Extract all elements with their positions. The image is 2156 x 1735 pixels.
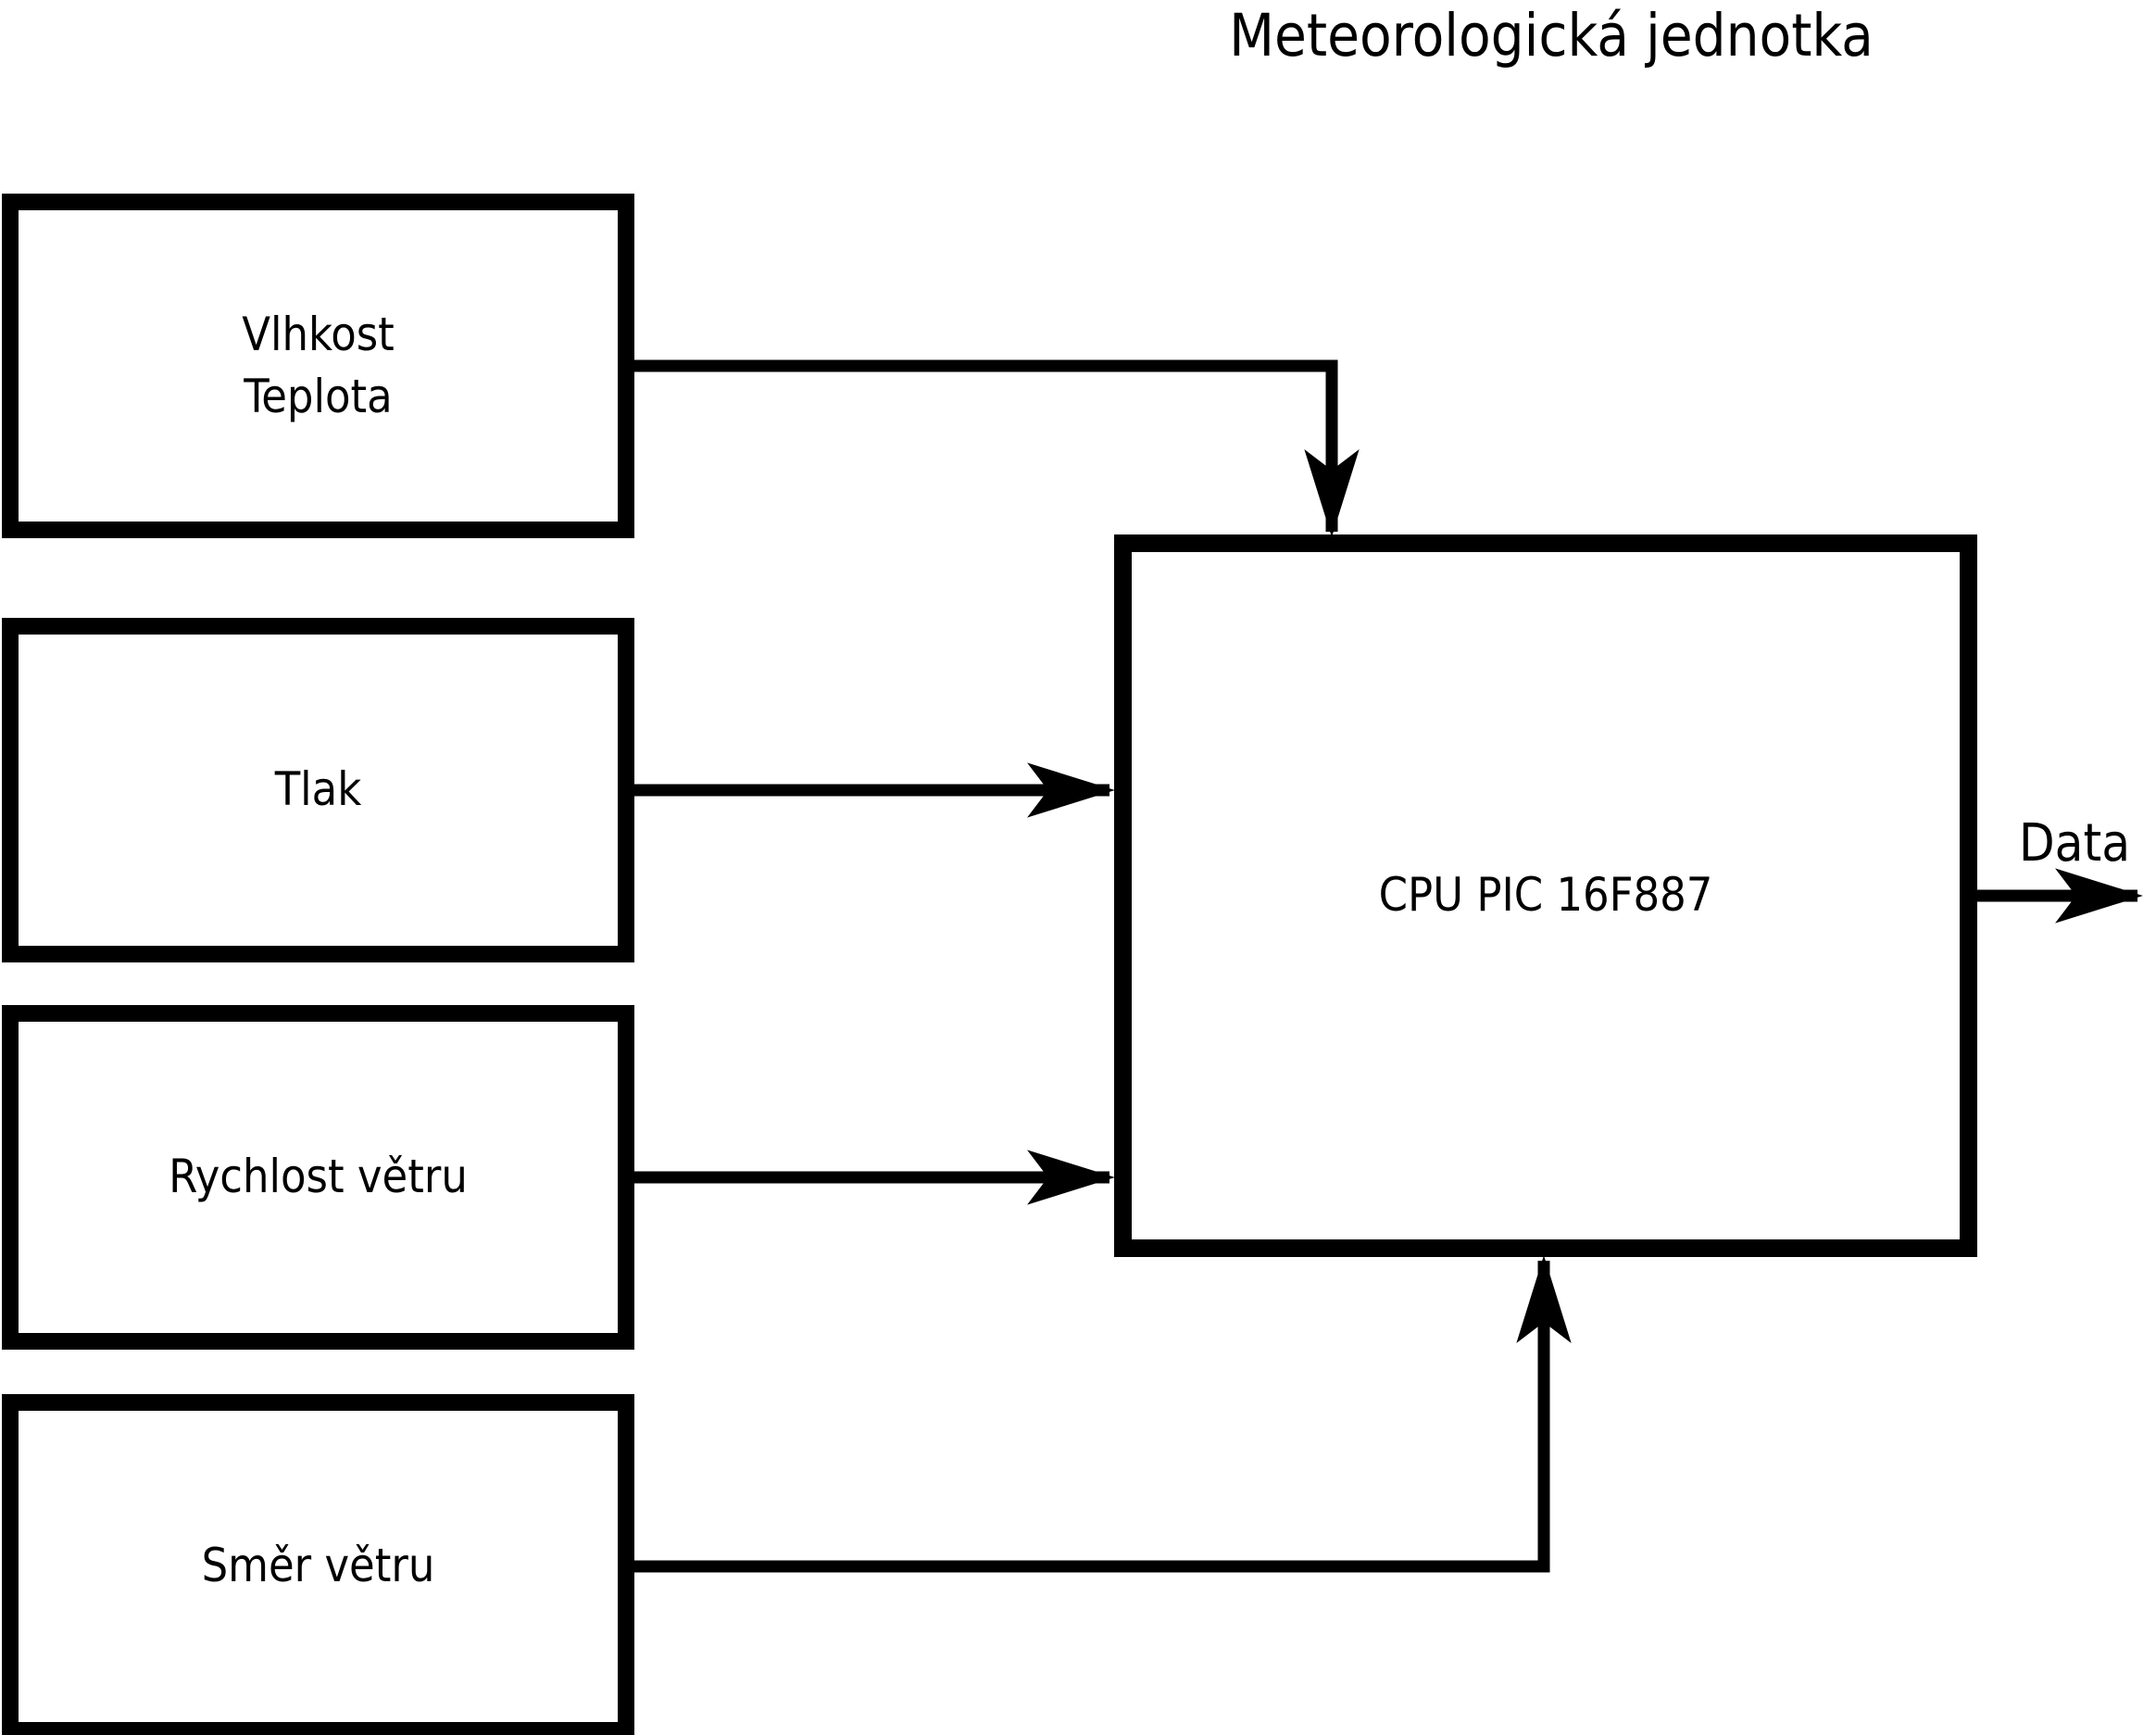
box-pressure-label: Tlak [274,762,362,817]
box-wind-speed-label: Rychlost větru [169,1150,468,1204]
box-cpu: CPU PIC 16F887 [1114,534,1977,1257]
connector-humidity-to-cpu [634,359,1360,537]
data-output-label: Data [2018,813,2131,874]
connector-winddirection-to-cpu [634,1255,1572,1573]
box-wind-direction-label: Směr větru [201,1539,435,1593]
box-wind-direction: Směr větru [2,1394,634,1735]
box-humidity-temperature: Vlhkost Teplota [2,194,634,538]
diagram-title: Meteorologická jednotka [1229,2,1874,69]
box-pressure: Tlak [2,618,634,962]
box-cpu-label: CPU PIC 16F887 [1378,868,1713,923]
box-wind-speed: Rychlost větru [2,1005,634,1350]
box-humidity-temperature-label: Vlhkost Teplota [242,307,395,424]
